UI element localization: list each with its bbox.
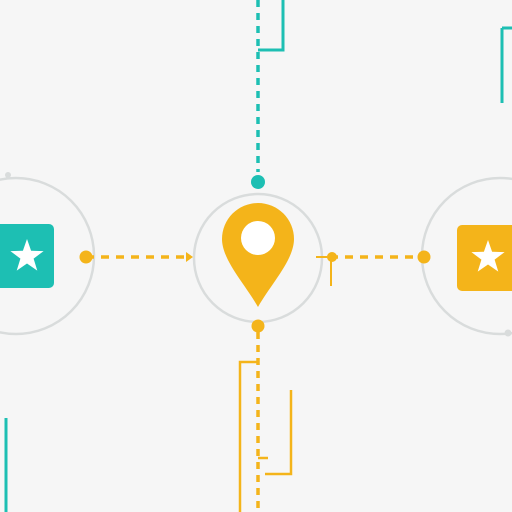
- location-pin-hole: [241, 221, 275, 255]
- star-icon: [471, 240, 505, 272]
- center-node[interactable]: [222, 203, 294, 307]
- ring-junction-dot: [504, 329, 512, 337]
- amber-connector-dot: [327, 252, 337, 262]
- amber-connector-dot: [417, 250, 431, 264]
- amber-bracket-line: [265, 390, 293, 476]
- star-icon: [10, 239, 44, 271]
- amber-bracket-line: [238, 360, 258, 512]
- amber-connector-dot: [79, 250, 93, 264]
- teal-bracket-line: [258, 0, 285, 52]
- teal-connector-dot: [251, 175, 265, 189]
- ring-junction-dot: [5, 172, 11, 178]
- right-node[interactable]: [457, 225, 512, 291]
- amber-connector-dot: [251, 319, 265, 333]
- left-node[interactable]: [0, 224, 54, 288]
- amber-arrowhead: [186, 252, 193, 262]
